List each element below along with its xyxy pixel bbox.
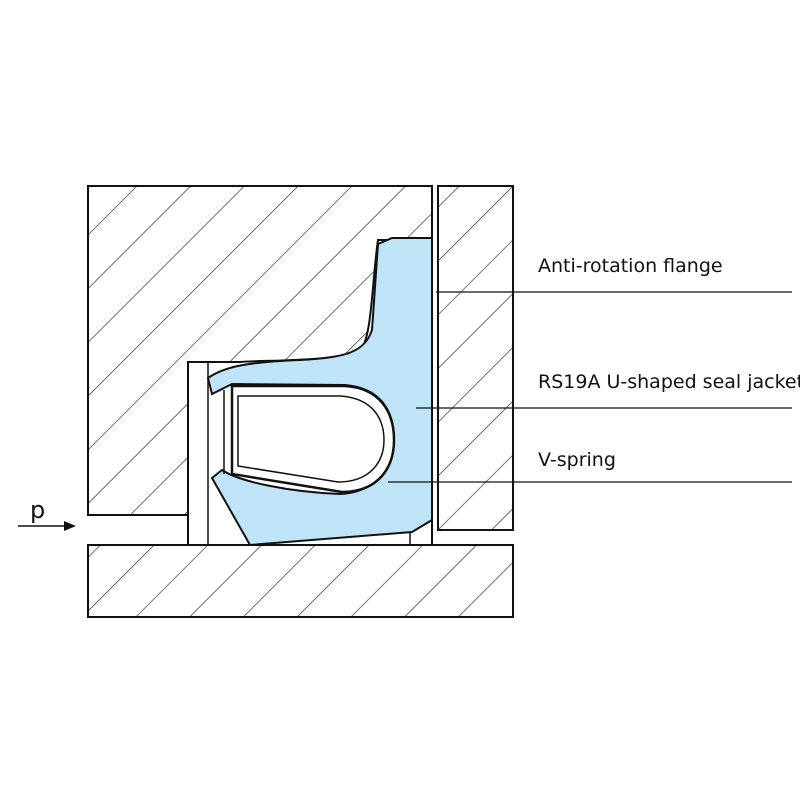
- label-anti-rotation-flange: Anti-rotation flange: [538, 255, 723, 277]
- label-seal-jacket: RS19A U-shaped seal jacket: [538, 371, 800, 393]
- leader-lines: [388, 291, 792, 483]
- pressure-label: p: [30, 496, 45, 524]
- pressure-indicator: p: [18, 496, 76, 531]
- label-v-spring: V-spring: [538, 449, 616, 471]
- right-wall-hatched-block: [431, 185, 514, 545]
- extrusion-gap: [88, 362, 411, 545]
- shaft-hatched-block: [87, 544, 514, 618]
- pressure-arrow-head: [64, 521, 76, 531]
- v-spring: [223, 384, 396, 494]
